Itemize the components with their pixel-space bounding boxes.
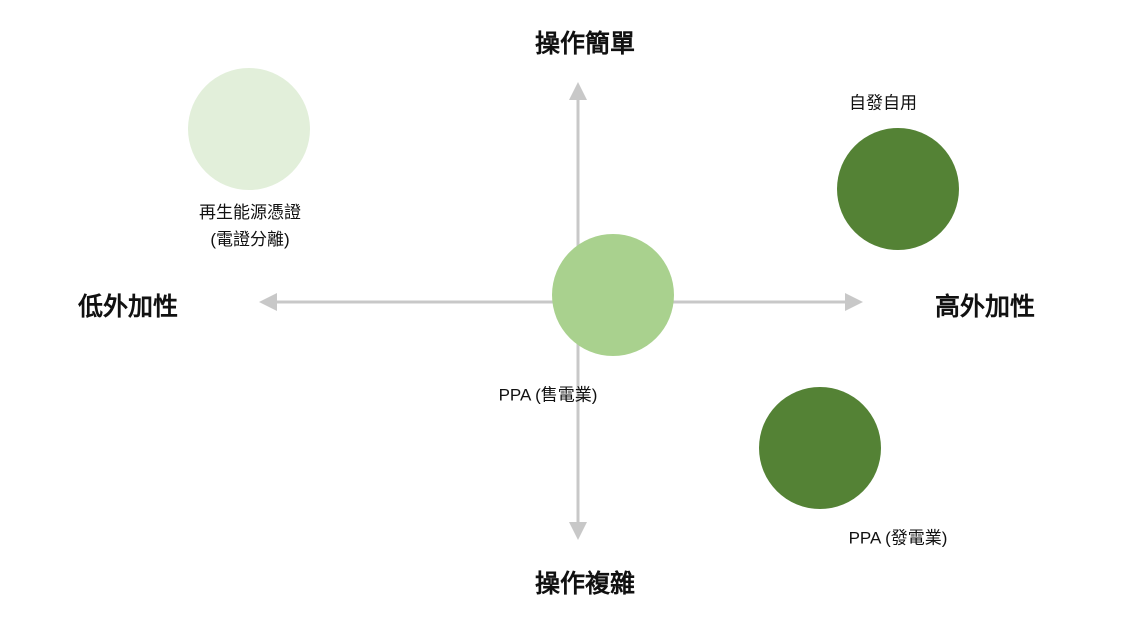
bubble-rec	[188, 68, 310, 190]
label-self-generation: 自發自用	[849, 93, 917, 113]
label-ppa-generator: PPA (發電業)	[848, 528, 948, 548]
axis-label-bottom: 操作複雜	[534, 570, 636, 598]
arrow-down-icon	[569, 522, 587, 540]
axis-label-left: 低外加性	[77, 293, 179, 321]
label-rec-title: 再生能源憑證	[199, 203, 301, 222]
bubble-self-generation	[837, 128, 959, 250]
axis-label-top: 操作簡單	[534, 30, 636, 58]
axis-label-right: 高外加性	[934, 293, 1036, 321]
label-rec: 再生能源憑證 (電證分離)	[199, 199, 301, 253]
arrow-up-icon	[569, 82, 587, 100]
label-rec-subtitle: (電證分離)	[210, 230, 290, 249]
bubble-ppa-generator	[759, 387, 881, 509]
bubble-ppa-retailer	[552, 234, 674, 356]
arrow-right-icon	[845, 293, 863, 311]
arrow-left-icon	[259, 293, 277, 311]
label-ppa-retailer: PPA (售電業)	[498, 385, 598, 405]
